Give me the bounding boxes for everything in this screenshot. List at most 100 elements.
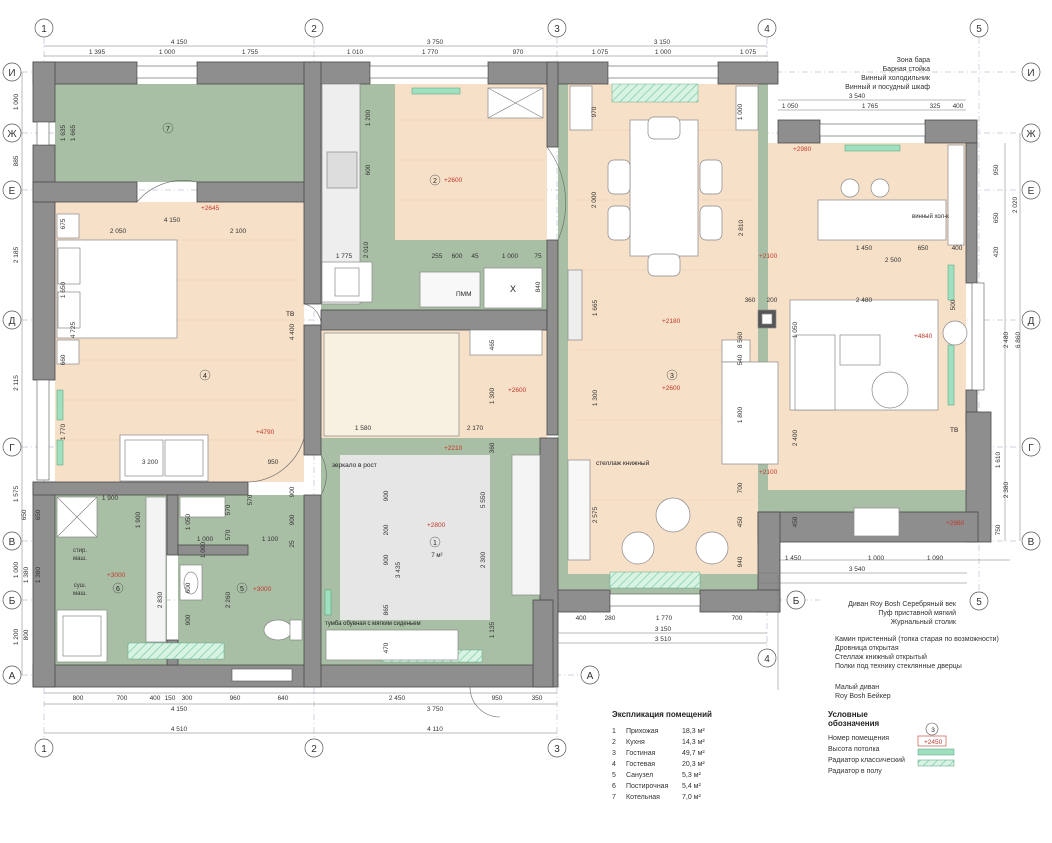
dim: 200 [383,524,390,535]
fireplace-notes: Камин пристенный (топка старая по возмож… [835,635,1035,671]
dim: 3 750 [427,706,444,713]
staircase [323,332,460,437]
bar-notes: Зона бара Барная стойка Винный холодильн… [780,56,930,92]
dim: 1 010 [347,49,364,56]
dim: 1 000 [737,103,744,120]
legend: Условные обозначения Номер помещения Выс… [828,710,918,778]
row-label: В [9,537,16,548]
ceiling-height-mark: +2800 [427,522,446,529]
dim: 500 [950,299,957,310]
legend-room-number-sample [925,722,939,736]
dim: 950 [492,695,503,702]
toilet [263,619,293,641]
shoe-cabinet-label: тумба обувная с мягким сиденьем [325,621,421,627]
dim: 1 300 [592,389,599,406]
dim: 1 635 [60,124,67,141]
dim: 700 [117,695,128,702]
floor-planks [60,119,755,501]
dim: 1 050 [782,103,799,110]
dim: 4 150 [171,39,188,46]
dim: 4 150 [164,217,181,224]
dim: 570 [247,494,254,505]
legend-height-text: +2450 [924,739,943,746]
legend-item: Радиатор в полу [828,768,882,775]
dim: 2 450 [389,695,406,702]
dim: 2 010 [363,241,370,258]
dim: 1 800 [737,406,744,423]
dim: 1 665 [70,124,77,141]
radiators [56,87,955,616]
dim: 1 135 [489,621,496,638]
room-number-6: 6 [116,586,120,593]
dimension-text-vertical: 1 000 885 2 185 2 115 1 575 650 1 000 1 … [13,93,1022,653]
dim: 1 770 [60,423,67,440]
legend-samples [917,722,955,767]
bookshelf [567,459,591,561]
note-line: Диван Roy Bosh Серебряный век [848,601,956,608]
note-line: Roy Bosh Бейкер [835,693,891,700]
dim: 1 000 [200,541,207,558]
dim: 950 [993,164,1000,175]
dim: 1 765 [862,103,879,110]
room-number-5: 5 [240,586,244,593]
dim: 350 [532,695,543,702]
dim: 25 [289,540,296,548]
dim: 1 000 [13,93,20,110]
row-label: В [1028,537,1035,548]
dim: 2 810 [738,219,745,236]
dim: 600 [365,164,372,175]
dim: 1 775 [336,253,353,260]
dishwasher-label: ПММ [456,291,472,298]
tv-label: ТВ [286,311,294,318]
row-label: Ж [7,129,17,140]
dim: 3 540 [849,93,866,100]
dim: 650 [35,509,42,520]
note-line: Пуф приставной мягкий [878,610,956,617]
dim: 900 [185,614,192,625]
dim: 1 770 [422,49,439,56]
windows [36,65,985,682]
dim: 1 450 [785,555,802,562]
dim: 2 000 [591,191,598,208]
legend-title: Условные обозначения [828,710,880,728]
small-sofa [721,361,779,465]
dim: 600 [452,253,463,260]
dim: 2 185 [13,246,20,263]
dim: 2 260 [225,591,232,608]
ceiling-height-mark: +3000 [107,572,126,579]
washer-label: стир. маш. [72,548,88,562]
dim: 570 [225,529,232,540]
dim: 900 [289,514,296,525]
axis-labels: 1 2 3 4 5 1 2 3 4 5 И Ж Е Д Г В Б А И Ж … [7,24,1036,755]
dimension-lines [21,45,1021,734]
small-sofa-notes: Малый диван Roy Bosh Бейкер [835,683,955,701]
dim: 600 [185,582,192,593]
note-line: Полки под технику стеклянные дверцы [835,663,962,670]
dim: 1 380 [23,566,30,583]
ceiling-height-mark: +3000 [253,586,272,593]
room-number-2: 2 [433,178,437,185]
dim: 1 300 [489,387,496,404]
dim: 1 665 [592,299,599,316]
dim: 1 075 [592,49,609,56]
row-label: И [8,68,15,79]
dim: 1 000 [13,561,20,578]
dim: 700 [737,482,744,493]
room-number-3: 3 [670,373,674,380]
axis-bubbles [2,18,1041,758]
mirror-label: зеркало в рост [332,462,377,469]
col-label: 2 [311,24,317,35]
dim: 900 [289,486,296,497]
dim: 2 400 [792,429,799,446]
dim: 3 750 [427,39,444,46]
dim: 325 [930,103,941,110]
legend-item: Номер помещения [828,735,890,742]
dim: 970 [591,106,598,117]
dim: 1 050 [792,321,799,338]
dim: 650 [993,212,1000,223]
col-label: 3 [554,24,560,35]
dim: 2 100 [230,228,247,235]
